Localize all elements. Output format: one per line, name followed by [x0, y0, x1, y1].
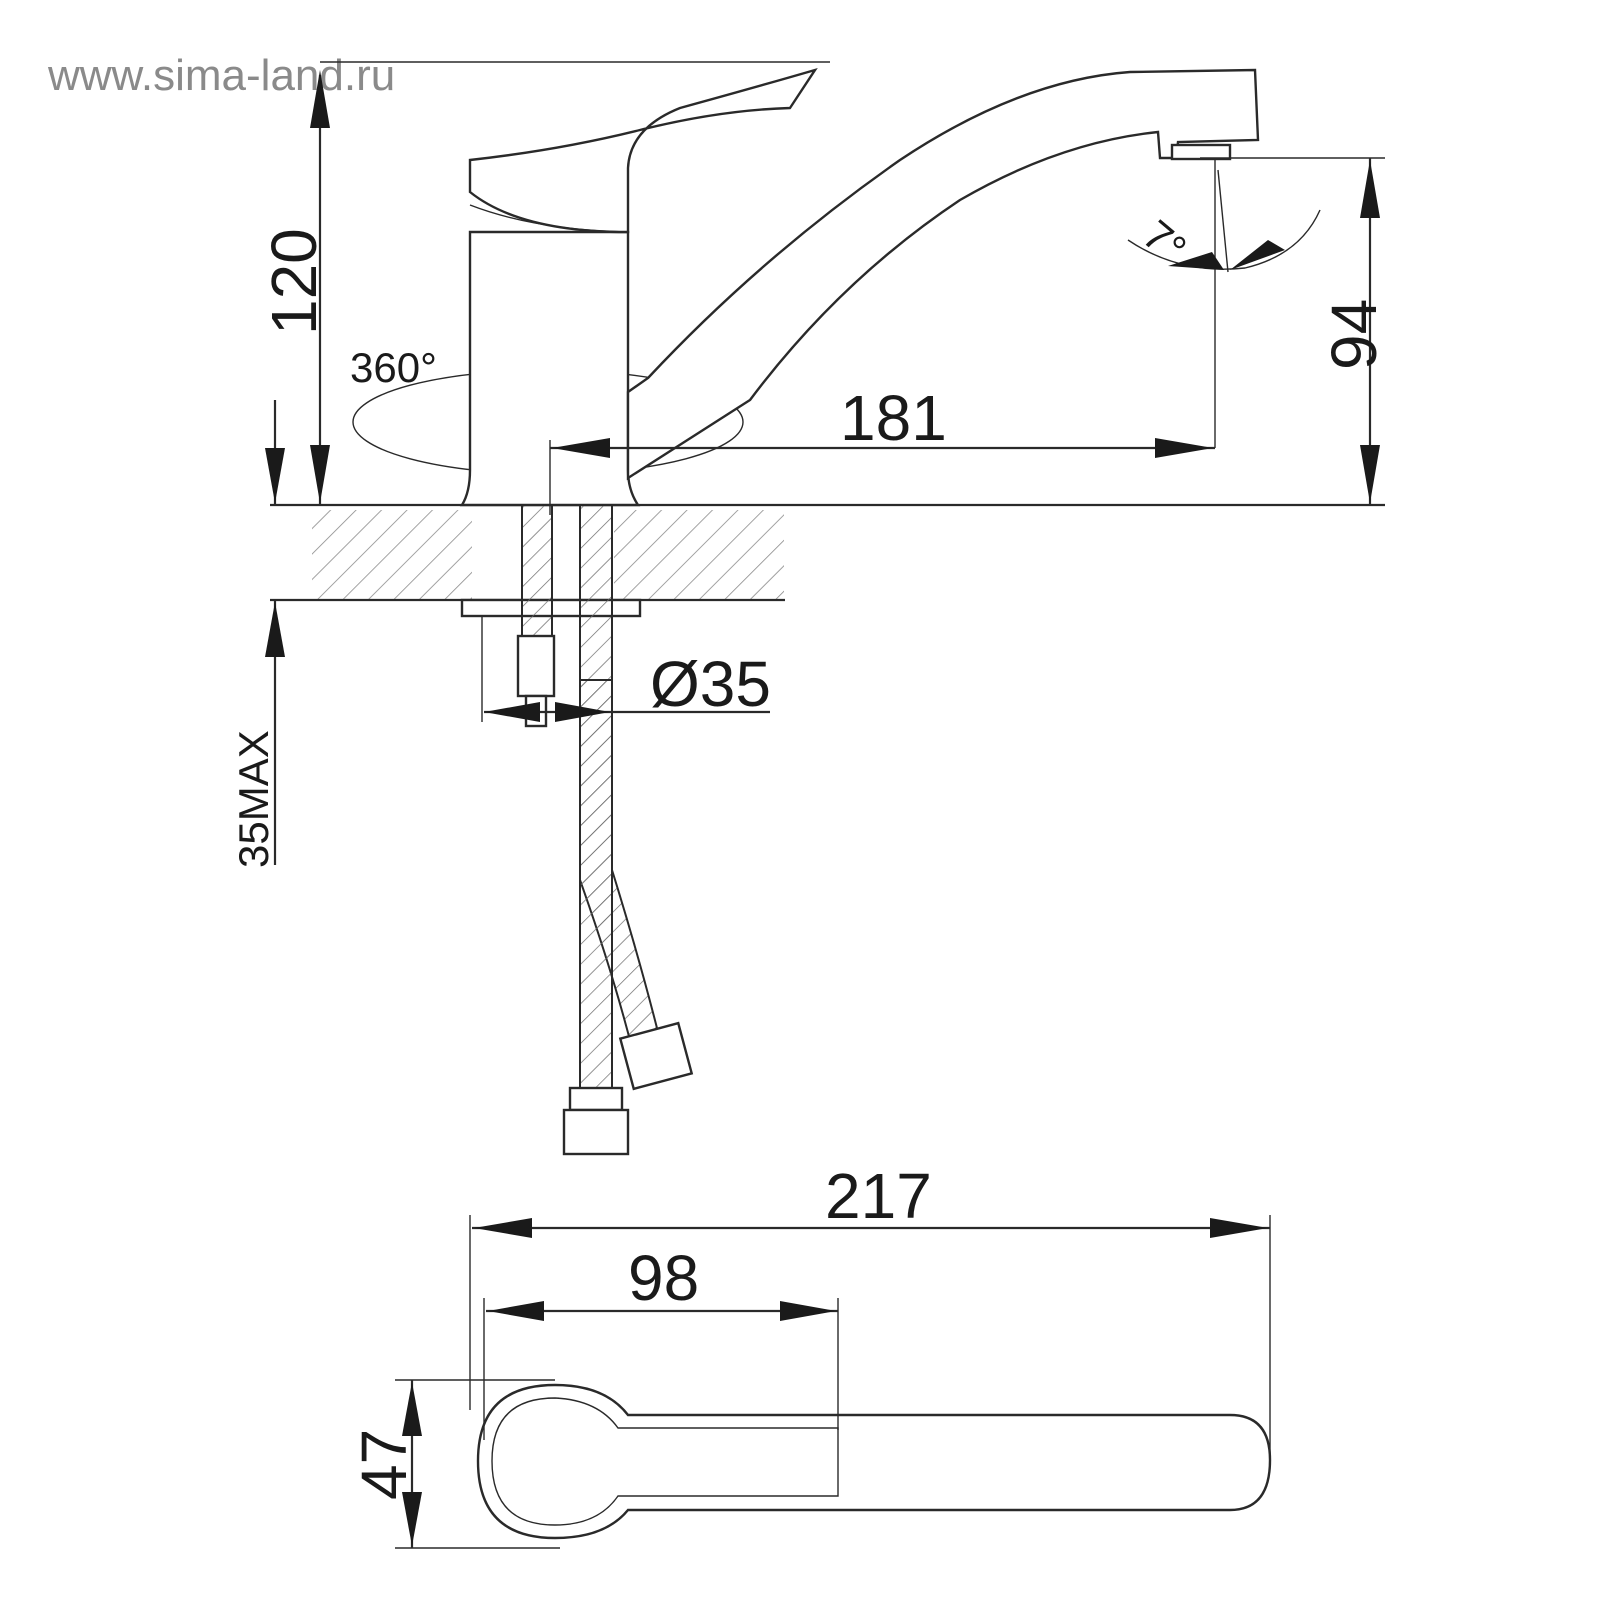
- dim-spout-angle: 7°: [1127, 169, 1321, 273]
- dim-counter-thickness: 35MAX: [230, 400, 285, 868]
- dim-label-94: 94: [1318, 299, 1390, 370]
- dim-spout-reach: 181: [549, 160, 1216, 515]
- supply-hoses: [516, 504, 694, 1156]
- dim-label-diameter: Ø35: [650, 648, 771, 720]
- dim-total-length: 217: [472, 1160, 1270, 1238]
- faucet-body: [459, 67, 1260, 507]
- dim-label-120: 120: [258, 228, 330, 335]
- countertop: [270, 503, 1385, 618]
- dim-hole-diameter: Ø35: [481, 616, 771, 722]
- dim-label-98: 98: [628, 1242, 699, 1314]
- dim-label-217: 217: [825, 1160, 932, 1232]
- dim-label-35max: 35MAX: [230, 730, 277, 868]
- rotation-label: 360°: [350, 344, 437, 391]
- dim-handle-length: 98: [486, 1242, 838, 1321]
- dim-base-width: 47: [348, 1380, 422, 1548]
- dim-label-47: 47: [348, 1429, 420, 1500]
- dim-spout-height: 94: [1200, 157, 1390, 505]
- dim-label-181: 181: [840, 382, 947, 454]
- watermark: www.sima-land.ru: [47, 51, 395, 100]
- dim-height-total: 120: [258, 61, 830, 505]
- top-view: [395, 1215, 1272, 1549]
